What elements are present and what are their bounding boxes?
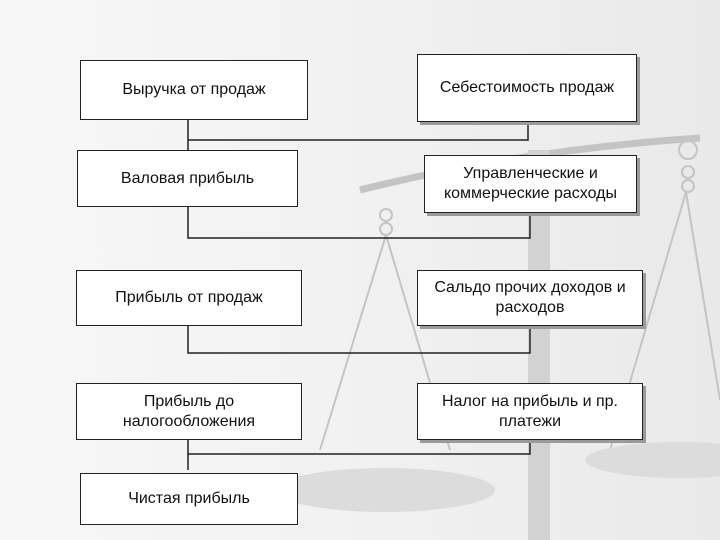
connector-4 <box>187 440 531 470</box>
box-revenue: Выручка от продаж <box>80 60 308 120</box>
box-other-income-balance: Сальдо прочих доходов и расходов <box>417 270 643 326</box>
box-admin-selling-expenses: Управленческие и коммерческие расходы <box>424 155 637 213</box>
box-gross-profit: Валовая прибыль <box>77 150 298 207</box>
box-net-profit: Чистая прибыль <box>80 473 298 525</box>
connector-2 <box>187 207 531 239</box>
box-income-tax: Налог на прибыль и пр. платежи <box>417 383 643 440</box>
connector-1 <box>187 120 529 150</box>
connector-3 <box>187 326 531 354</box>
box-sales-profit: Прибыль от продаж <box>76 270 302 326</box>
box-cost-of-sales: Себестоимость продаж <box>417 54 637 122</box>
box-pretax-profit: Прибыль до налогообложения <box>76 383 302 440</box>
